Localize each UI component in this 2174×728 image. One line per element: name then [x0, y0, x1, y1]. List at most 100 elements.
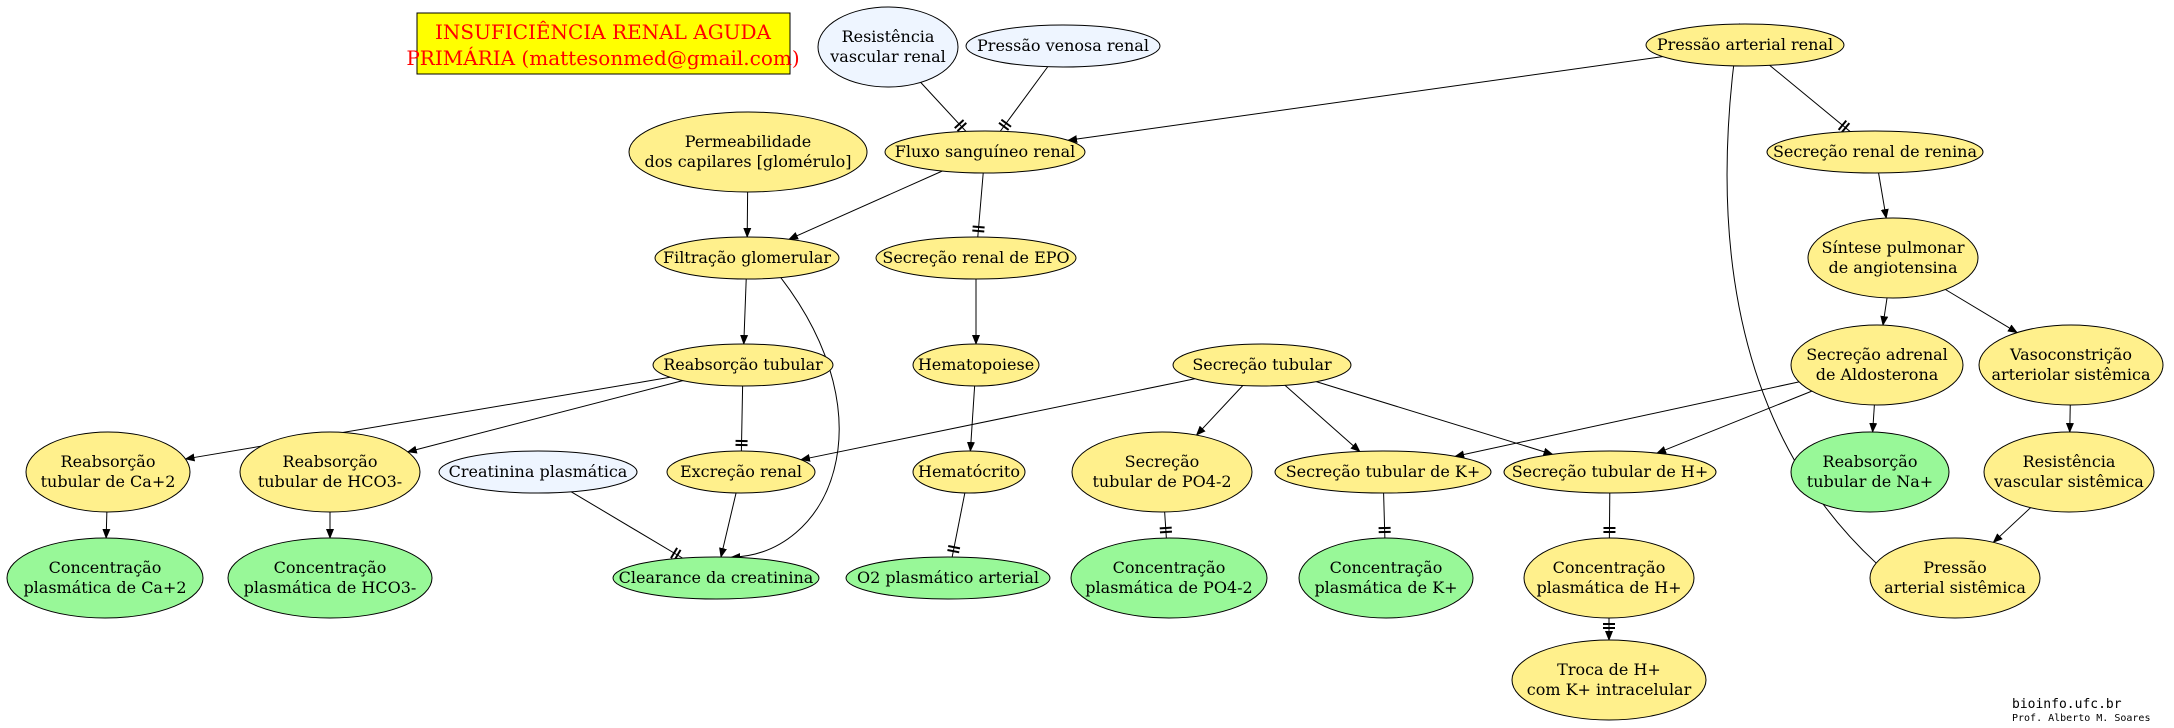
node-label: dos capilares [glomérulo] — [645, 152, 852, 171]
node-label: Concentração — [1553, 558, 1666, 577]
edge-line — [1656, 390, 1813, 454]
edge-secrecao-po4-to-concentracao-po4 — [1159, 511, 1173, 539]
inhibit-bar — [972, 225, 985, 229]
node-shape — [1523, 537, 1695, 619]
node-label: Secreção renal de renina — [1773, 142, 1978, 161]
node-label: Síntese pulmonar — [1821, 238, 1964, 257]
edge-sintese-angiotensina-to-secrecao-aldosterona — [1880, 297, 1889, 327]
node-shape — [912, 450, 1026, 494]
credits-site: bioinfo.ufc.br — [2012, 697, 2122, 712]
node-shape — [875, 236, 1077, 280]
inhibit-bar — [670, 547, 678, 559]
node-label: de Aldosterona — [1816, 365, 1939, 384]
node-label: arteriolar sistêmica — [1991, 365, 2151, 384]
edge-line — [999, 66, 1049, 132]
edge-line — [1195, 385, 1244, 436]
node-label: Fluxo sanguíneo renal — [895, 142, 1076, 161]
edge-line — [719, 492, 737, 558]
node-troca-h-k: Troca de H+com K+ intracelular — [1511, 639, 1707, 721]
node-secrecao-renal-renina: Secreção renal de renina — [1766, 130, 1984, 174]
title-line-1: INSUFICIÊNCIA RENAL AGUDA — [435, 20, 772, 44]
node-label: Pressão venosa renal — [977, 36, 1149, 55]
edge-line — [1067, 56, 1663, 144]
node-label: Reabsorção — [1823, 452, 1918, 471]
edge-reabsorcao-ca-to-concentracao-ca — [102, 511, 111, 540]
edge-line — [1316, 381, 1554, 456]
node-shape — [227, 537, 433, 619]
edge-line — [102, 511, 111, 540]
node-label: Secreção tubular de K+ — [1286, 462, 1481, 481]
edge-layer — [102, 23, 2074, 641]
node-pressao-arterial-renal: Pressão arterial renal — [1645, 23, 1845, 67]
edge-line — [1769, 64, 1851, 132]
node-shape — [912, 343, 1040, 387]
node-label: Excreção renal — [680, 462, 802, 481]
node-shape — [1766, 130, 1984, 174]
node-shape — [654, 236, 840, 280]
node-shape — [1790, 431, 1950, 513]
node-label: Resistência — [842, 27, 935, 46]
title-line-2: PRIMÁRIA (mattesonmed@gmail.com) — [406, 46, 799, 70]
node-shape — [1274, 450, 1492, 494]
node-label: Pressão — [1923, 558, 1986, 577]
node-label: Permeabilidade — [685, 132, 811, 151]
inhibit-bar — [1837, 119, 1848, 131]
edge-line — [570, 491, 683, 559]
inhibit-bar — [1159, 530, 1173, 534]
node-label: de angiotensina — [1828, 258, 1957, 277]
node-shape — [1645, 23, 1845, 67]
edge-secrecao-aldosterona-to-secrecao-k — [1454, 381, 1800, 459]
node-creatinina-plasmatica: Creatinina plasmática — [438, 450, 638, 494]
node-label: com K+ intracelular — [1527, 680, 1692, 699]
node-label: tubular de HCO3- — [258, 472, 402, 491]
node-shape — [1070, 537, 1268, 619]
edge-pressao-arterial-renal-to-secrecao-renal-renina — [1769, 64, 1851, 134]
edge-line — [966, 385, 976, 453]
edge-line — [788, 170, 943, 240]
node-label: Secreção — [1125, 452, 1200, 471]
node-shape — [1983, 431, 2155, 513]
node-label: Reabsorção tubular — [663, 355, 823, 374]
node-label: Hematopoiese — [918, 355, 1034, 374]
edge-vasoconstricao-to-resistencia-vascular-sistemica — [2065, 404, 2074, 434]
node-shape — [628, 111, 868, 193]
node-shape — [1807, 217, 1979, 299]
node-label: Troca de H+ — [1557, 660, 1661, 679]
inhibit-bar — [972, 229, 985, 233]
edge-secrecao-tubular-to-secrecao-k — [1284, 384, 1361, 453]
node-label: arterial sistêmica — [1884, 578, 2026, 597]
edge-line — [1164, 511, 1167, 539]
node-secrecao-tubular: Secreção tubular — [1172, 343, 1352, 387]
inhibit-bar — [998, 122, 1010, 131]
credits-author: Prof. Alberto M. Soares — [2012, 713, 2150, 724]
node-label: plasmática de H+ — [1536, 578, 1681, 597]
node-secrecao-h: Secreção tubular de H+ — [1503, 450, 1717, 494]
edge-reabsorcao-tubular-to-excrecao-renal — [735, 385, 748, 452]
node-label: Secreção tubular de H+ — [1512, 462, 1709, 481]
node-label: plasmática de K+ — [1314, 578, 1457, 597]
node-shape — [1790, 324, 1964, 406]
inhibit-bar — [1000, 118, 1012, 128]
node-shape — [1298, 537, 1474, 619]
node-label: Concentração — [1330, 558, 1443, 577]
edge-sintese-angiotensina-to-vasoconstricao — [1945, 289, 2018, 334]
edge-line — [1992, 507, 2031, 543]
title-box: INSUFICIÊNCIA RENAL AGUDA PRIMÁRIA (matt… — [406, 12, 800, 75]
node-label: Reabsorção — [283, 452, 378, 471]
node-label: Hematócrito — [918, 462, 1020, 481]
node-label: Filtração glomerular — [663, 248, 831, 267]
edge-filtracao-glomerular-to-clearance-creatinina — [730, 277, 840, 562]
edge-line — [740, 278, 749, 346]
inhibit-bar — [954, 119, 965, 129]
node-label: plasmática de HCO3- — [244, 578, 417, 597]
edge-creatinina-plasmatica-to-clearance-creatinina — [570, 491, 683, 561]
edge-fluxo-sanguineo-renal-to-secrecao-renal-epo — [972, 172, 985, 238]
node-label: plasmática de Ca+2 — [23, 578, 186, 597]
node-label: Resistência — [2023, 452, 2116, 471]
